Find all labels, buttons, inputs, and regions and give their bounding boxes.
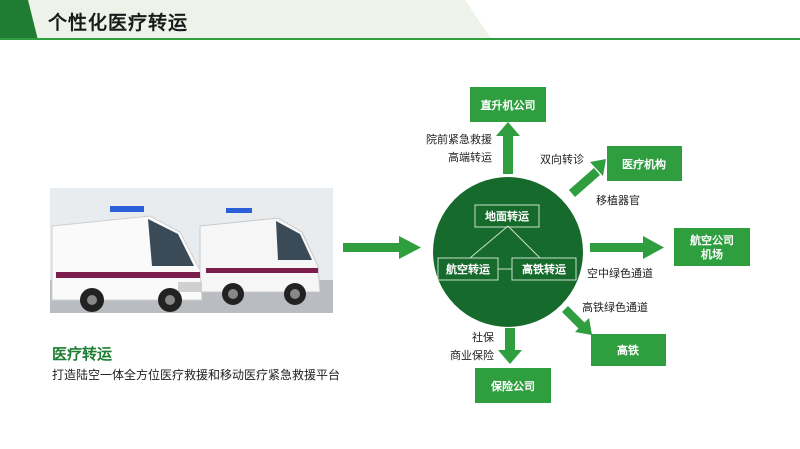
header-band <box>0 0 800 40</box>
arrow-helicopter <box>496 122 520 174</box>
arrow-airline <box>590 236 664 259</box>
node-insurance-box <box>475 368 551 403</box>
main-arrow <box>343 236 421 259</box>
hub-ground: 地面转运 <box>485 209 529 223</box>
caption-subtitle: 打造陆空一体全方位医疗救援和移动医疗紧急救援平台 <box>52 368 341 382</box>
node-insurance: 保险公司 <box>490 379 535 393</box>
label-helicopter-2: 高端转运 <box>448 150 492 164</box>
hub-air-box <box>437 257 499 281</box>
node-rail-box <box>591 334 666 366</box>
hub-circle <box>433 177 583 327</box>
label-airline: 空中绿色通道 <box>587 266 653 280</box>
node-airline-box <box>674 228 750 266</box>
hub-rail: 高铁转运 <box>522 262 566 276</box>
arrow-medical <box>569 159 606 197</box>
label-helicopter-1: 院前紧急救援 <box>426 132 492 146</box>
hub-air: 航空转运 <box>446 262 490 276</box>
page-title: 个性化医疗转运 <box>48 12 189 34</box>
label-insurance-1: 社保 <box>472 330 494 344</box>
label-medical-top: 双向转诊 <box>540 152 584 166</box>
node-helicopter: 直升机公司 <box>481 98 536 112</box>
caption-title: 医疗转运 <box>52 345 113 363</box>
node-helicopter-box <box>470 87 546 122</box>
node-medical: 医疗机构 <box>622 157 666 171</box>
hub-rail-box <box>511 257 577 281</box>
node-airline-1: 航空公司 <box>690 233 734 247</box>
node-airline-2: 机场 <box>701 247 723 261</box>
label-medical-bottom: 移植器官 <box>596 193 640 207</box>
arrow-insurance <box>498 328 522 364</box>
node-rail: 高铁 <box>617 343 639 357</box>
label-rail: 高铁绿色通道 <box>582 300 648 314</box>
hub-ground-box <box>474 204 540 228</box>
ambulance-photo <box>50 188 333 313</box>
node-medical-box <box>607 146 682 181</box>
label-insurance-2: 商业保险 <box>450 348 494 362</box>
arrow-rail <box>562 306 592 335</box>
